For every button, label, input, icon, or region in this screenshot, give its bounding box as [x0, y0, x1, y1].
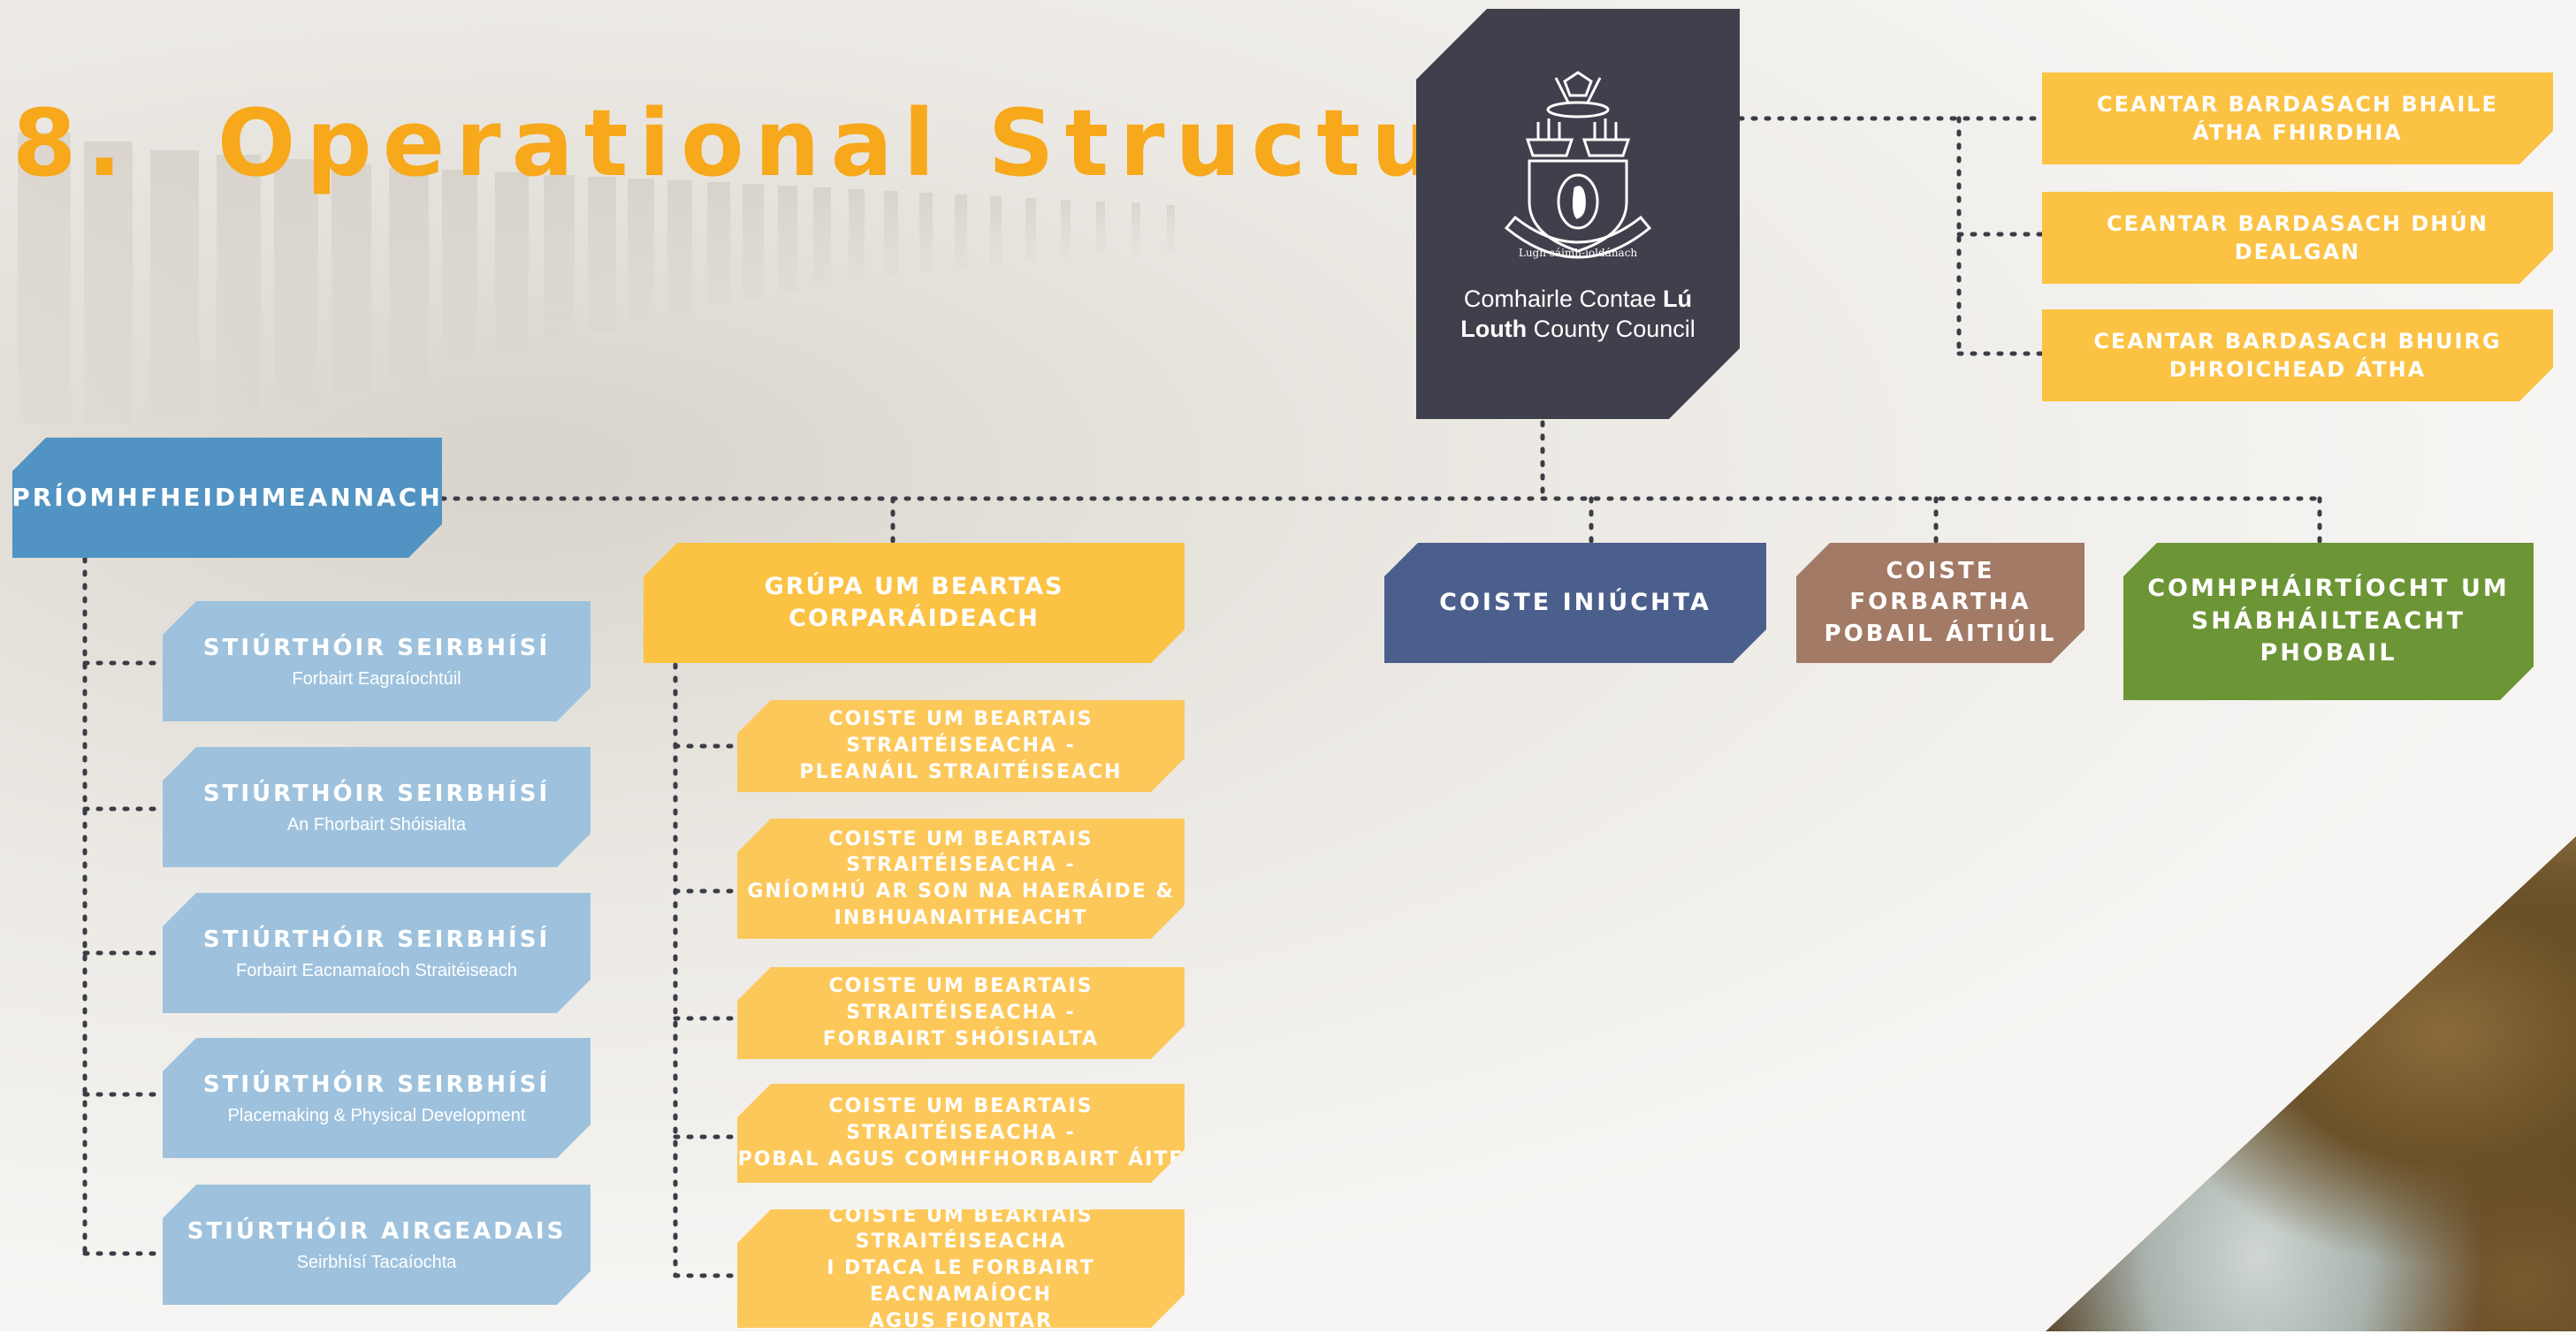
district-label: CEANTAR BARDASACH BHAILE ÁTHA FHIRDHIA — [2097, 91, 2498, 145]
district-drogheda: CEANTAR BARDASACH BHUIRG DHROICHEAD ÁTHA — [2042, 309, 2553, 401]
audit-committee-box: COISTE INIÚCHTA — [1384, 543, 1766, 663]
spc-label: COISTE UM BEARTAIS STRAITÉISEACHA - PLEA… — [799, 708, 1123, 783]
council-logo-block: Lugh sáimh-ioldánach Comhairle Contae Lú… — [1416, 9, 1740, 419]
council-name: Comhairle Contae Lú Louth County Council — [1460, 285, 1696, 345]
director-box: STIÚRTHÓIR SEIRBHÍSÍ An Fhorbairt Shóisi… — [163, 747, 591, 867]
audit-committee-label: COISTE INIÚCHTA — [1439, 588, 1711, 616]
council-name-english-bold: Louth — [1460, 315, 1528, 342]
background-posts — [18, 133, 1175, 424]
spc-box: COISTE UM BEARTAIS STRAITÉISEACHA - GNÍO… — [737, 819, 1185, 939]
spc-label: COISTE UM BEARTAIS STRAITÉISEACHA - GNÍO… — [747, 827, 1175, 929]
district-label: CEANTAR BARDASACH DHÚN DEALGAN — [2107, 210, 2488, 264]
lcdc-box: COISTE FORBARTHA POBAIL ÁITIÚIL — [1796, 543, 2084, 663]
council-name-english: County Council — [1527, 315, 1696, 342]
chief-executive-label: PRÍOMHFHEIDHMEANNACH — [11, 483, 443, 513]
director-title: STIÚRTHÓIR AIRGEADAIS — [187, 1217, 567, 1245]
corporate-policy-group-box: GRÚPA UM BEARTAS CORPARÁIDEACH — [644, 543, 1185, 663]
director-box: STIÚRTHÓIR AIRGEADAIS Seirbhísí Tacaíoch… — [163, 1185, 591, 1305]
council-name-irish: Comhairle Contae — [1463, 286, 1664, 312]
director-area: An Fhorbairt Shóisialta — [286, 815, 467, 835]
spc-box: COISTE UM BEARTAIS STRAITÉISEACHA - FORB… — [737, 967, 1185, 1059]
director-box: STIÚRTHÓIR SEIRBHÍSÍ Placemaking & Physi… — [163, 1038, 591, 1158]
director-area: Forbairt Eagraíochtúil — [292, 669, 461, 690]
spc-label: COISTE UM BEARTAIS STRAITÉISEACHA - FORB… — [822, 975, 1100, 1050]
district-label: CEANTAR BARDASACH BHUIRG DHROICHEAD ÁTHA — [2093, 328, 2502, 382]
director-box: STIÚRTHÓIR SEIRBHÍSÍ Forbairt Eagraíocht… — [163, 601, 591, 721]
district-ardee: CEANTAR BARDASACH BHAILE ÁTHA FHIRDHIA — [2042, 72, 2553, 164]
section-number: 8. — [12, 89, 133, 197]
spc-box: COISTE UM BEARTAIS STRAITÉISEACHA I DTAC… — [737, 1209, 1185, 1328]
corporate-policy-group-label: GRÚPA UM BEARTAS CORPARÁIDEACH — [764, 572, 1064, 632]
spc-label: COISTE UM BEARTAIS STRAITÉISEACHA I DTAC… — [827, 1204, 1095, 1332]
council-name-irish-bold: Lú — [1663, 286, 1693, 312]
council-crest-icon: Lugh sáimh-ioldánach — [1494, 69, 1662, 272]
director-area: Forbairt Eacnamaíoch Straitéiseach — [236, 961, 517, 981]
director-box: STIÚRTHÓIR SEIRBHÍSÍ Forbairt Eacnamaíoc… — [163, 893, 591, 1013]
director-area: Seirbhísí Tacaíochta — [296, 1253, 457, 1273]
page-title: 8.Operational Structure — [12, 97, 1576, 189]
chief-executive-box: PRÍOMHFHEIDHMEANNACH — [12, 438, 442, 558]
director-title: STIÚRTHÓIR SEIRBHÍSÍ — [202, 926, 551, 953]
jpc-label: COMHPHÁIRTÍOCHT UM SHÁBHÁILTEACHT PHOBAI… — [2147, 575, 2510, 667]
director-area: Placemaking & Physical Development — [227, 1106, 526, 1126]
director-title: STIÚRTHÓIR SEIRBHÍSÍ — [202, 780, 551, 807]
section-title: Operational Structure — [217, 89, 1576, 197]
spc-box: COISTE UM BEARTAIS STRAITÉISEACHA - POBA… — [737, 1084, 1185, 1183]
lcdc-label: COISTE FORBARTHA POBAIL ÁITIÚIL — [1824, 558, 2057, 647]
spc-box: COISTE UM BEARTAIS STRAITÉISEACHA - PLEA… — [737, 700, 1185, 792]
director-title: STIÚRTHÓIR SEIRBHÍSÍ — [202, 1071, 551, 1098]
jpc-box: COMHPHÁIRTÍOCHT UM SHÁBHÁILTEACHT PHOBAI… — [2123, 543, 2534, 700]
director-title: STIÚRTHÓIR SEIRBHÍSÍ — [202, 634, 551, 661]
district-dundalk: CEANTAR BARDASACH DHÚN DEALGAN — [2042, 192, 2553, 284]
spc-label: COISTE UM BEARTAIS STRAITÉISEACHA - POBA… — [737, 1095, 1185, 1170]
council-motto: Lugh sáimh-ioldánach — [1519, 247, 1638, 259]
